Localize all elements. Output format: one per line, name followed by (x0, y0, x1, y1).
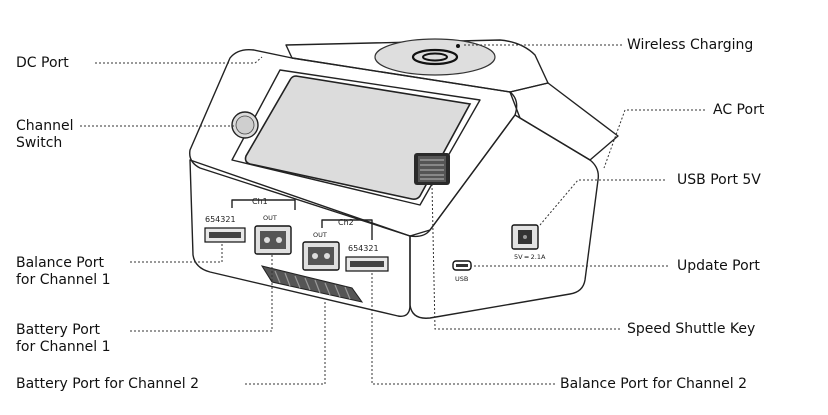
label-balance-ch1: Balance Port for Channel 1 (16, 255, 111, 289)
label-balance-ch1-line2: for Channel 1 (16, 272, 111, 288)
leader-speed-shuttle (431, 184, 620, 330)
leader-balance-ch2 (371, 271, 555, 385)
leader-lines (80, 44, 705, 385)
speed-shuttle-key[interactable] (414, 153, 450, 185)
charger-device: 5V ═ 2.1A USB Ch1 654321 OUT Ch2 OUT 654… (189, 38, 619, 319)
usb-port-5v[interactable] (511, 224, 539, 250)
leader-balance-ch1 (130, 242, 223, 263)
label-battery-ch1-line2: for Channel 1 (16, 339, 111, 355)
label-wireless-charging: Wireless Charging (627, 37, 754, 53)
label-balance-ch1-line1: Balance Port (16, 255, 105, 271)
device-front-panel (189, 48, 518, 238)
label-ac-port: AC Port (713, 102, 765, 118)
leader-ac-port (603, 109, 705, 169)
update-port-usb-text: USB (455, 275, 468, 283)
device-lower-front (189, 159, 411, 317)
cooling-vent (260, 265, 364, 303)
leader-dc-port (95, 56, 263, 64)
balance-port-ch1[interactable] (204, 227, 246, 243)
label-usb-port: USB Port 5V (677, 172, 761, 188)
ch1-marking: Ch1 (252, 197, 268, 206)
label-speed-shuttle-key: Speed Shuttle Key (627, 321, 756, 337)
label-channel-switch-line1: Channel (16, 118, 74, 134)
label-balance-ch2: Balance Port for Channel 2 (560, 376, 748, 392)
label-battery-ch1: Battery Port for Channel 1 (16, 322, 111, 356)
label-battery-ch1-line1: Battery Port (16, 322, 101, 338)
label-battery-ch2: Battery Port for Channel 2 (16, 376, 200, 392)
wireless-charging-icon (411, 48, 459, 66)
label-dc-port: DC Port (16, 55, 69, 71)
label-channel-switch: Channel Switch (16, 118, 73, 152)
leader-usb-port (539, 179, 665, 226)
ch2-marking: Ch2 (338, 218, 354, 227)
battery-port-ch2[interactable] (302, 241, 340, 271)
ch1-out-marking: OUT (263, 214, 277, 222)
balance-port-ch2[interactable] (345, 256, 389, 272)
device-right-side (409, 114, 600, 319)
usb-rating-text: 5V ═ 2.1A (514, 253, 546, 261)
battery-port-ch1[interactable] (254, 225, 292, 255)
label-update-port: Update Port (677, 258, 760, 274)
wireless-charging-pad (374, 38, 496, 76)
ch2-out-marking: OUT (313, 231, 327, 239)
update-port[interactable] (452, 260, 472, 271)
display-screen (244, 75, 472, 200)
ch2-pins-marking: 654321 (348, 244, 379, 253)
leader-battery-ch2 (245, 300, 326, 385)
ch1-pins-marking: 654321 (205, 215, 236, 224)
leader-battery-ch1 (130, 254, 273, 332)
device-right-upper (509, 82, 619, 161)
label-channel-switch-line2: Switch (16, 135, 63, 151)
